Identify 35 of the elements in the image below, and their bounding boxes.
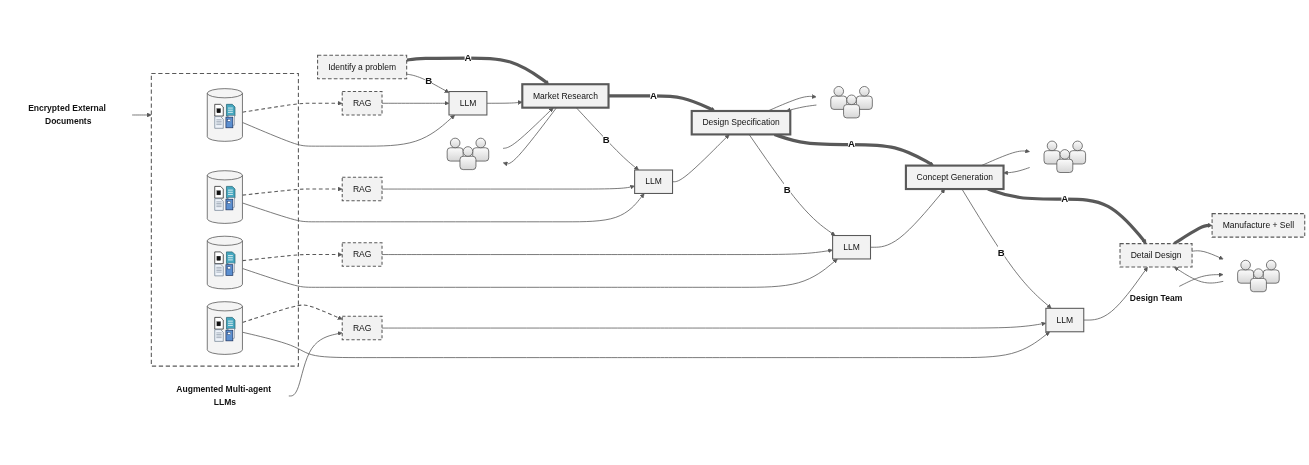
edge-label: B (425, 75, 433, 87)
node-box: LLM (832, 234, 872, 260)
arrow (241, 252, 343, 262)
edge-label: B (602, 134, 610, 146)
node-box: LLM (1045, 307, 1085, 333)
edge-label: B (997, 247, 1005, 259)
edge-label: B (783, 184, 791, 195)
node-box: LLM (634, 169, 674, 194)
node-box: LLM (448, 91, 488, 116)
node-text: Design Team (1129, 293, 1183, 303)
node-box: Design Specification (690, 109, 792, 136)
node-box: Market Research (521, 83, 610, 109)
node-cylinder (206, 170, 243, 224)
arrow (241, 100, 343, 113)
node-box: Concept Generation (904, 164, 1005, 191)
node-box: Detail Design (1119, 243, 1193, 268)
edge-label: A (848, 138, 856, 150)
node-box: Identify a problem (317, 54, 408, 80)
arrow (241, 186, 343, 196)
node-text: Encrypted External Documents (28, 103, 106, 126)
arrow (406, 56, 550, 85)
node-box: RAG (341, 315, 383, 341)
edge-label: A (650, 90, 658, 102)
arrow (1173, 223, 1213, 245)
edge-label: A (1061, 193, 1069, 205)
node-box: RAG (341, 242, 383, 267)
node-cylinder (206, 88, 243, 142)
node-box: RAG (341, 176, 383, 202)
node-cylinder (206, 301, 243, 355)
edge-label: A (464, 52, 472, 64)
node-box: Manufacture + Sell (1211, 213, 1306, 238)
arrow (241, 304, 343, 323)
node-text: Augmented Multi-agent LLMs (176, 384, 272, 407)
node-box: RAG (341, 91, 383, 116)
node-cylinder (206, 235, 243, 290)
